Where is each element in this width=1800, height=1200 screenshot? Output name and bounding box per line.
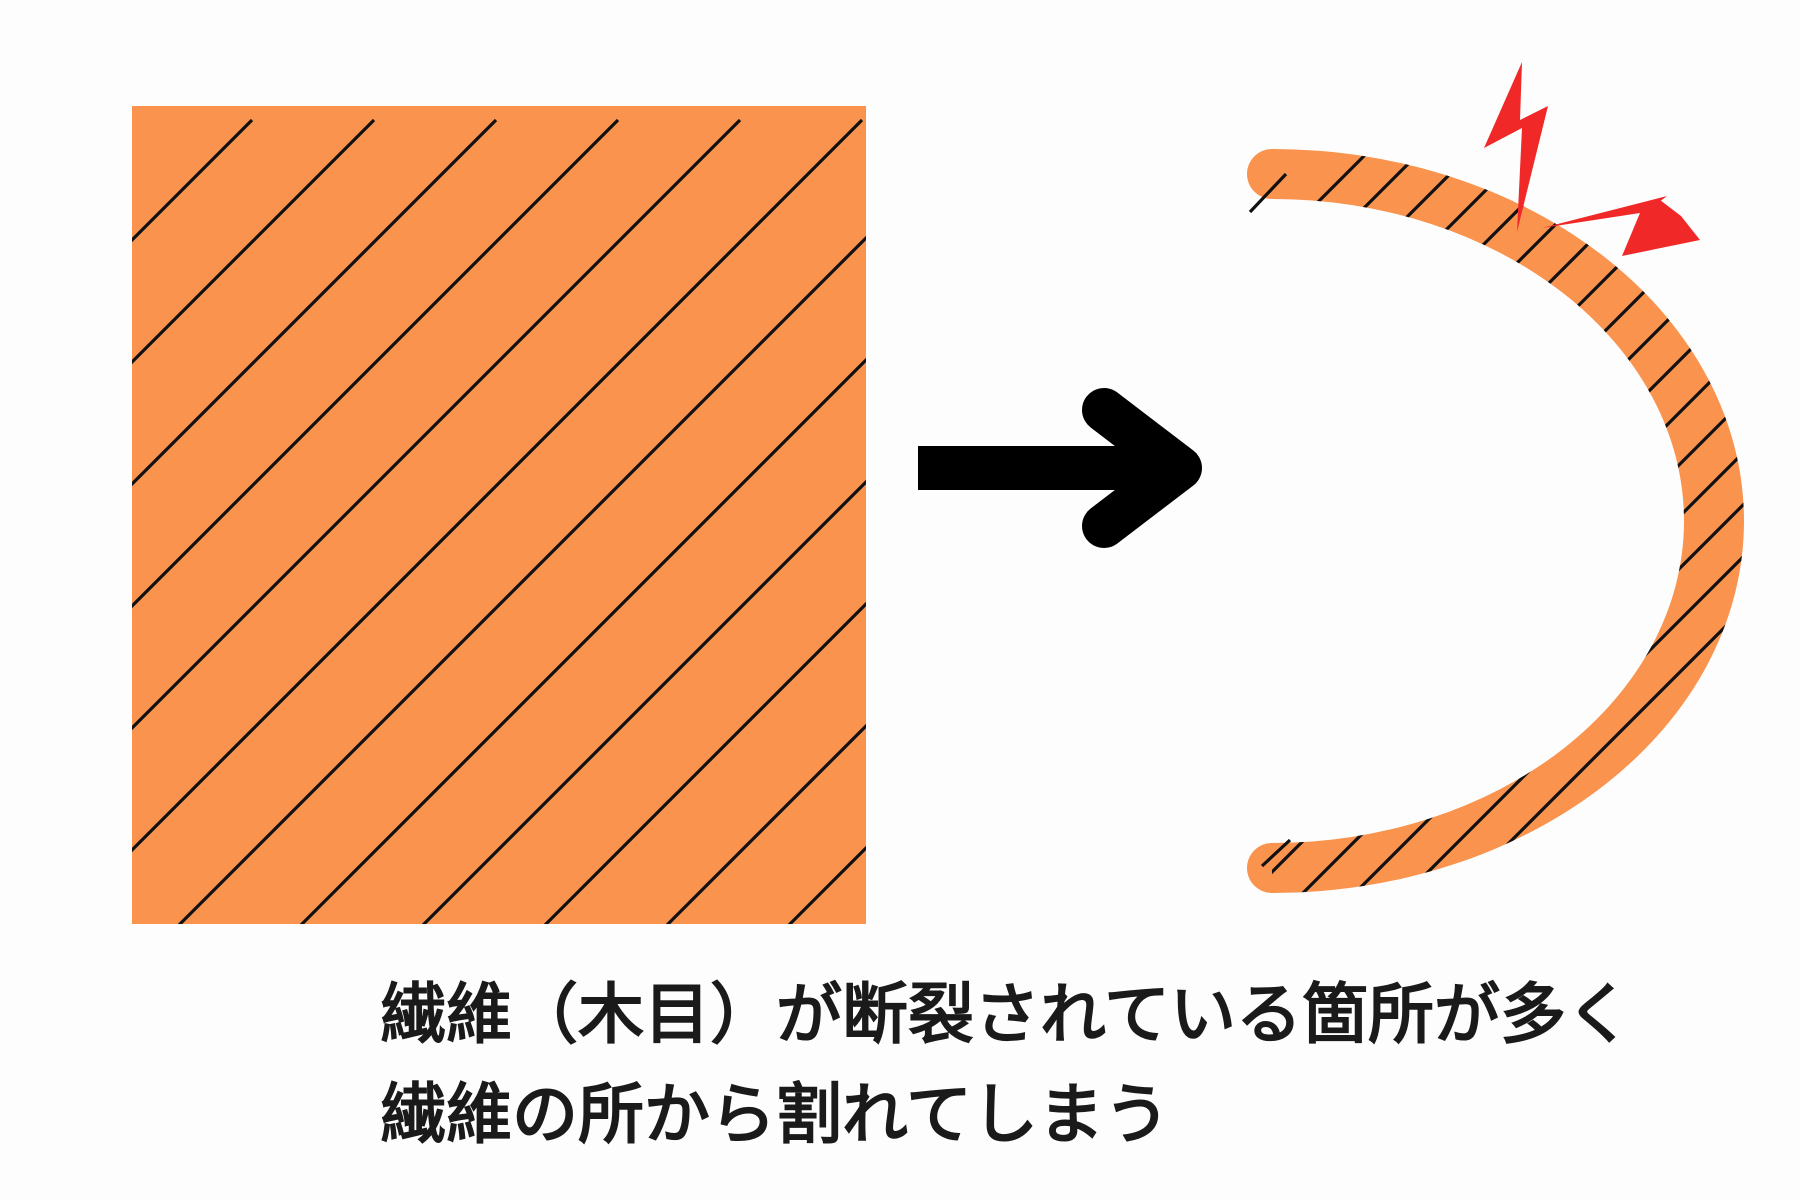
cut-arc-bottom-end: [1247, 843, 1297, 893]
wood-block: [0, 106, 866, 940]
arrow-right-icon: [918, 388, 1202, 548]
wood-grain-line: [665, 723, 866, 924]
caption-line-2: 繊維の所から割れてしまう: [380, 1076, 1171, 1153]
crack-bolt-vertical: [1484, 62, 1548, 232]
arc-grain-line: [1272, 149, 1630, 893]
wood-block-fill: [132, 106, 866, 924]
wood-grain-line: [0, 120, 130, 940]
arc-grain-line: [1348, 149, 1744, 893]
cut-arc-end-grain: [1248, 172, 1292, 868]
wood-grain-line: [132, 118, 620, 609]
wood-grain-line: [132, 118, 376, 365]
crack-bolt-horizontal: [1542, 196, 1700, 256]
caption-line-1: 繊維（木目）が断裂されている箇所が多く: [380, 976, 1633, 1053]
wood-grain-line: [421, 479, 866, 924]
lightning-bolt-icon: [1484, 62, 1700, 256]
wood-grain-line: [132, 118, 498, 487]
wood-grain-line: [132, 118, 742, 731]
arc-grain-line: [1400, 149, 1744, 893]
arc-grain-line: [1272, 149, 1734, 893]
wood-grain-lines: [0, 118, 866, 940]
wood-grain-line: [177, 235, 866, 924]
wood-grain-line: [132, 118, 864, 853]
cut-arc-top-end: [1247, 149, 1297, 199]
cut-arc-fill: [1272, 149, 1744, 893]
wood-grain-line: [299, 357, 866, 924]
arc-grain-line: [1272, 149, 1682, 893]
wood-grain-line: [543, 601, 866, 924]
